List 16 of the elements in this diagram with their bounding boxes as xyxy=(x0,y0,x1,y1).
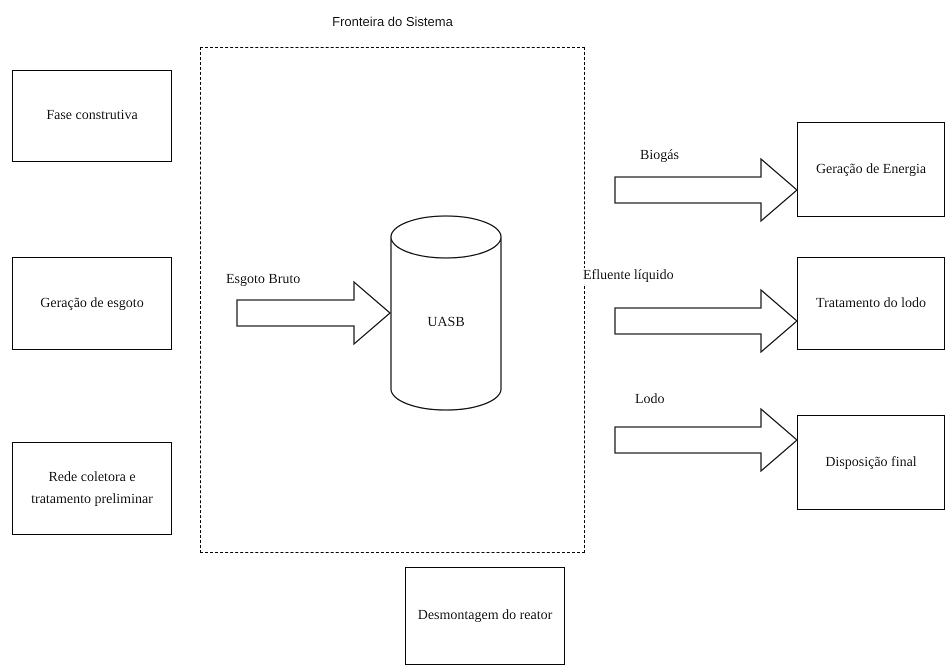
edge-label: Biogás xyxy=(640,148,679,164)
boundary-title: Fronteira do Sistema xyxy=(332,15,453,28)
reactor-label: UASB xyxy=(427,315,465,331)
block-arrow xyxy=(614,288,798,354)
edge-label: Esgoto Bruto xyxy=(226,272,300,288)
block-arrow xyxy=(614,158,798,222)
block-arrow xyxy=(236,280,391,346)
process-box: Geração de Energia xyxy=(797,122,945,217)
process-box: Desmontagem do reator xyxy=(405,567,565,665)
process-box: Rede coletora e tratamento preliminar xyxy=(12,442,172,535)
process-box: Geração de esgoto xyxy=(12,257,172,350)
process-box: Fase construtiva xyxy=(12,70,172,162)
process-box: Tratamento do lodo xyxy=(797,257,945,350)
block-arrow xyxy=(614,408,798,472)
process-box: Disposição final xyxy=(797,415,945,510)
edge-label: Efluente líquido xyxy=(583,268,674,284)
